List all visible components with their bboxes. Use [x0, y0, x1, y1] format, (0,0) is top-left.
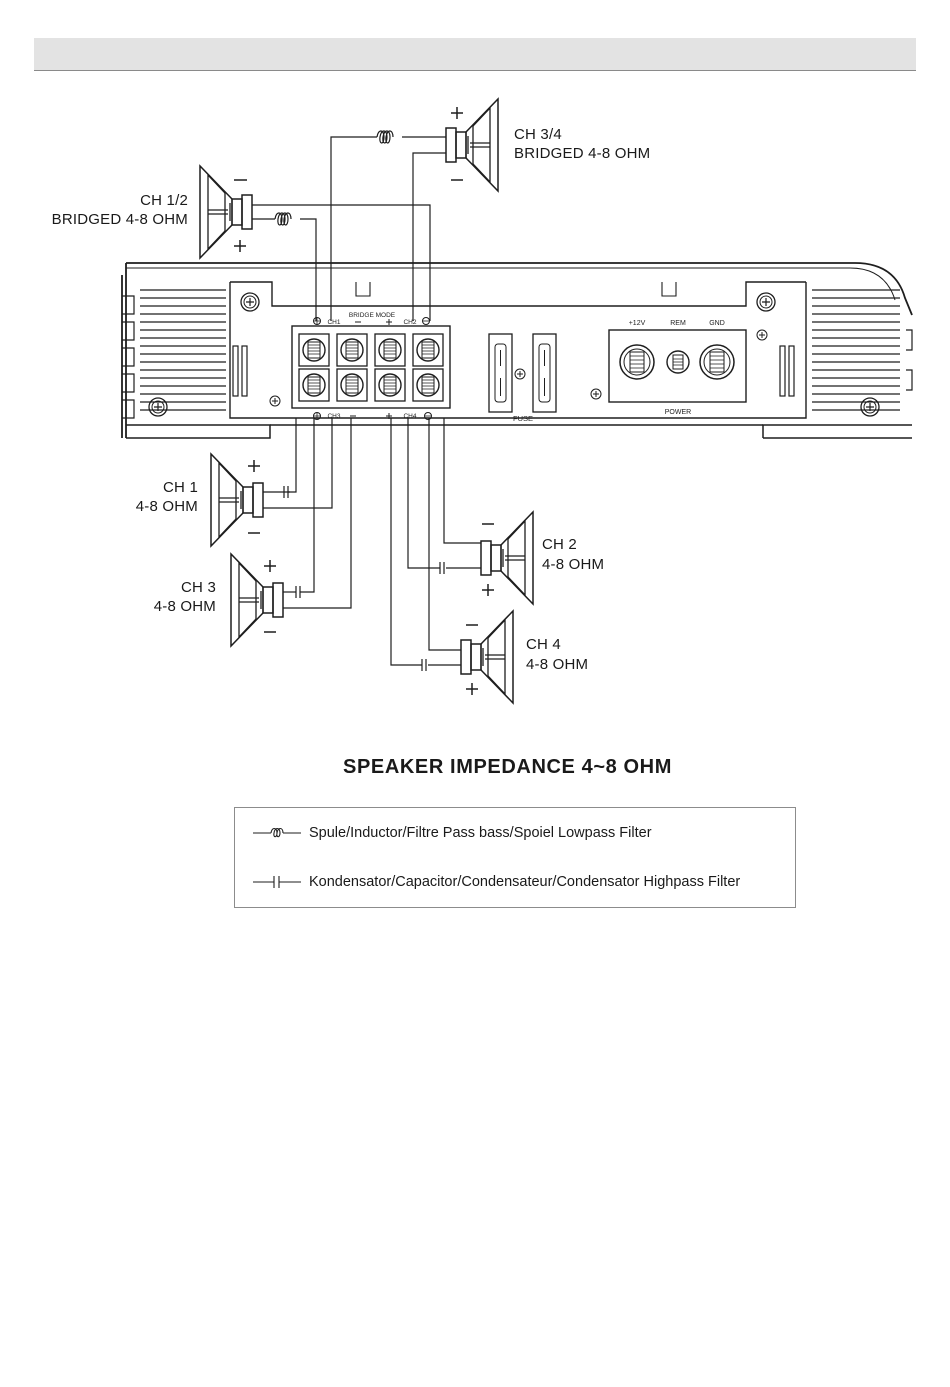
gnd-label: GND — [709, 320, 725, 327]
ch3-impedance-label: 4-8 OHM — [110, 597, 216, 617]
ch34-impedance-label: BRIDGED 4-8 OHM — [514, 144, 650, 164]
legend-inductor-text: Spule/Inductor/Filtre Pass bass/Spoiel L… — [309, 825, 652, 841]
fuse-label: FUSE — [513, 414, 533, 423]
power-terminal: +12V REM GND POWER — [609, 320, 746, 416]
ch12-impedance-label: BRIDGED 4-8 OHM — [20, 210, 188, 230]
ch2-top-label: CH2 — [403, 319, 416, 326]
power-label: POWER — [665, 409, 691, 416]
plus12v-label: +12V — [629, 320, 646, 327]
speaker-ch4 — [461, 611, 513, 703]
ch4-bottom-label: CH4 — [403, 413, 416, 420]
ch2-name-label: CH 2 — [542, 535, 577, 555]
ch1-top-label: CH1 — [327, 319, 340, 326]
capacitor-symbol-icon — [253, 875, 301, 889]
heatsink-left — [122, 290, 247, 418]
ch3-name-label: CH 3 — [110, 578, 216, 598]
ch3-bottom-label: CH3 — [327, 413, 340, 420]
ch4-impedance-label: 4-8 OHM — [526, 655, 588, 675]
ch1-impedance-label: 4-8 OHM — [100, 497, 198, 517]
heatsink-right — [780, 290, 912, 410]
speaker-ch34 — [446, 99, 498, 191]
inductor-symbol-icon — [253, 826, 301, 840]
ch34-name-label: CH 3/4 — [514, 125, 562, 145]
legend-capacitor-row: Kondensator/Capacitor/Condensateur/Conde… — [253, 871, 740, 893]
ch4-name-label: CH 4 — [526, 635, 561, 655]
speaker-ch1 — [211, 454, 263, 546]
legend-capacitor-text: Kondensator/Capacitor/Condensateur/Conde… — [309, 874, 740, 890]
ch1-name-label: CH 1 — [100, 478, 198, 498]
ch12-name-label: CH 1/2 — [80, 191, 188, 211]
legend-box: Spule/Inductor/Filtre Pass bass/Spoiel L… — [234, 807, 796, 908]
speaker-terminal-block — [292, 318, 450, 420]
diagram-title: SPEAKER IMPEDANCE 4~8 OHM — [0, 756, 950, 779]
ch2-impedance-label: 4-8 OHM — [542, 555, 604, 575]
mounting-screws — [149, 293, 879, 416]
legend-inductor-row: Spule/Inductor/Filtre Pass bass/Spoiel L… — [253, 822, 652, 844]
rem-label: REM — [670, 320, 686, 327]
speaker-ch12 — [200, 166, 252, 258]
speaker-ch3 — [231, 554, 283, 646]
bridge-mode-label: BRIDGE MODE — [349, 312, 396, 319]
speaker-ch2 — [481, 512, 533, 604]
